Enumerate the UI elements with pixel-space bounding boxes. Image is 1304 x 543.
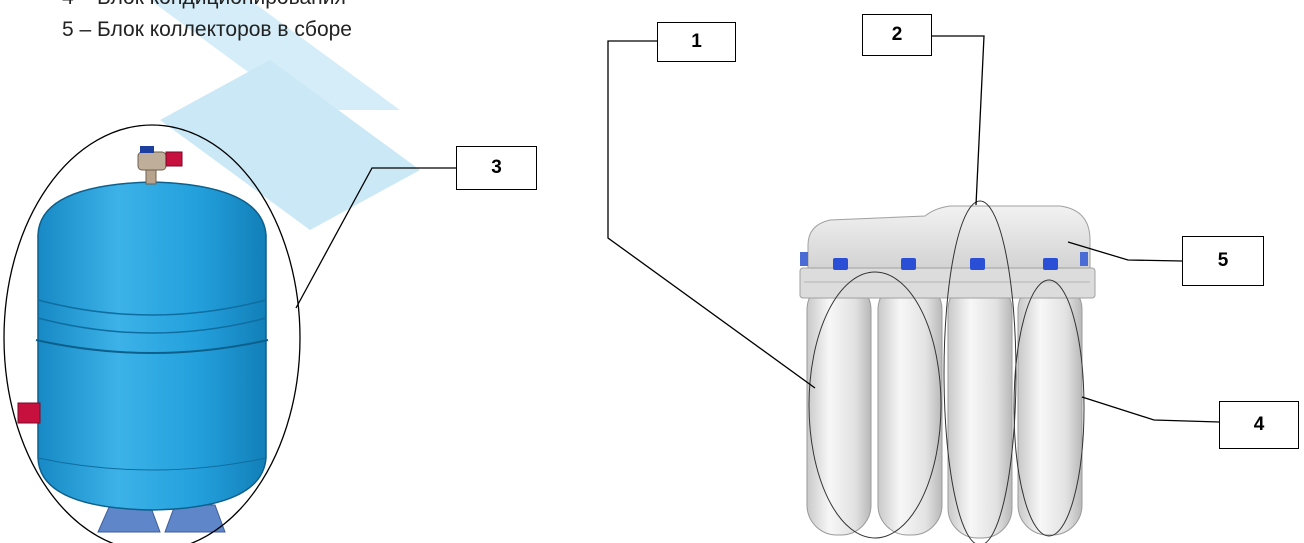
leader-line-3: [295, 167, 456, 309]
storage-tank: [17, 146, 269, 533]
callout-1: 1: [657, 22, 736, 62]
callout-4: 4: [1219, 401, 1299, 449]
ellipse-2: [943, 200, 1017, 543]
ellipse-1: [808, 271, 942, 539]
callout-3: 3: [456, 146, 537, 190]
legend-item-4: 4 – Блок кондиционирования: [62, 0, 346, 10]
ellipse-4: [1013, 279, 1085, 537]
leader-line-2: [932, 35, 985, 206]
tank-highlight-ellipse: [3, 124, 301, 543]
callout-5: 5: [1182, 236, 1264, 286]
callout-2: 2: [862, 14, 932, 56]
filter-system: [799, 205, 1096, 539]
leader-line-1: [607, 40, 816, 389]
leader-line-4: [1081, 396, 1220, 423]
leader-line-5: [1067, 241, 1183, 262]
legend-item-5: 5 – Блок коллекторов в сборе: [62, 18, 352, 41]
